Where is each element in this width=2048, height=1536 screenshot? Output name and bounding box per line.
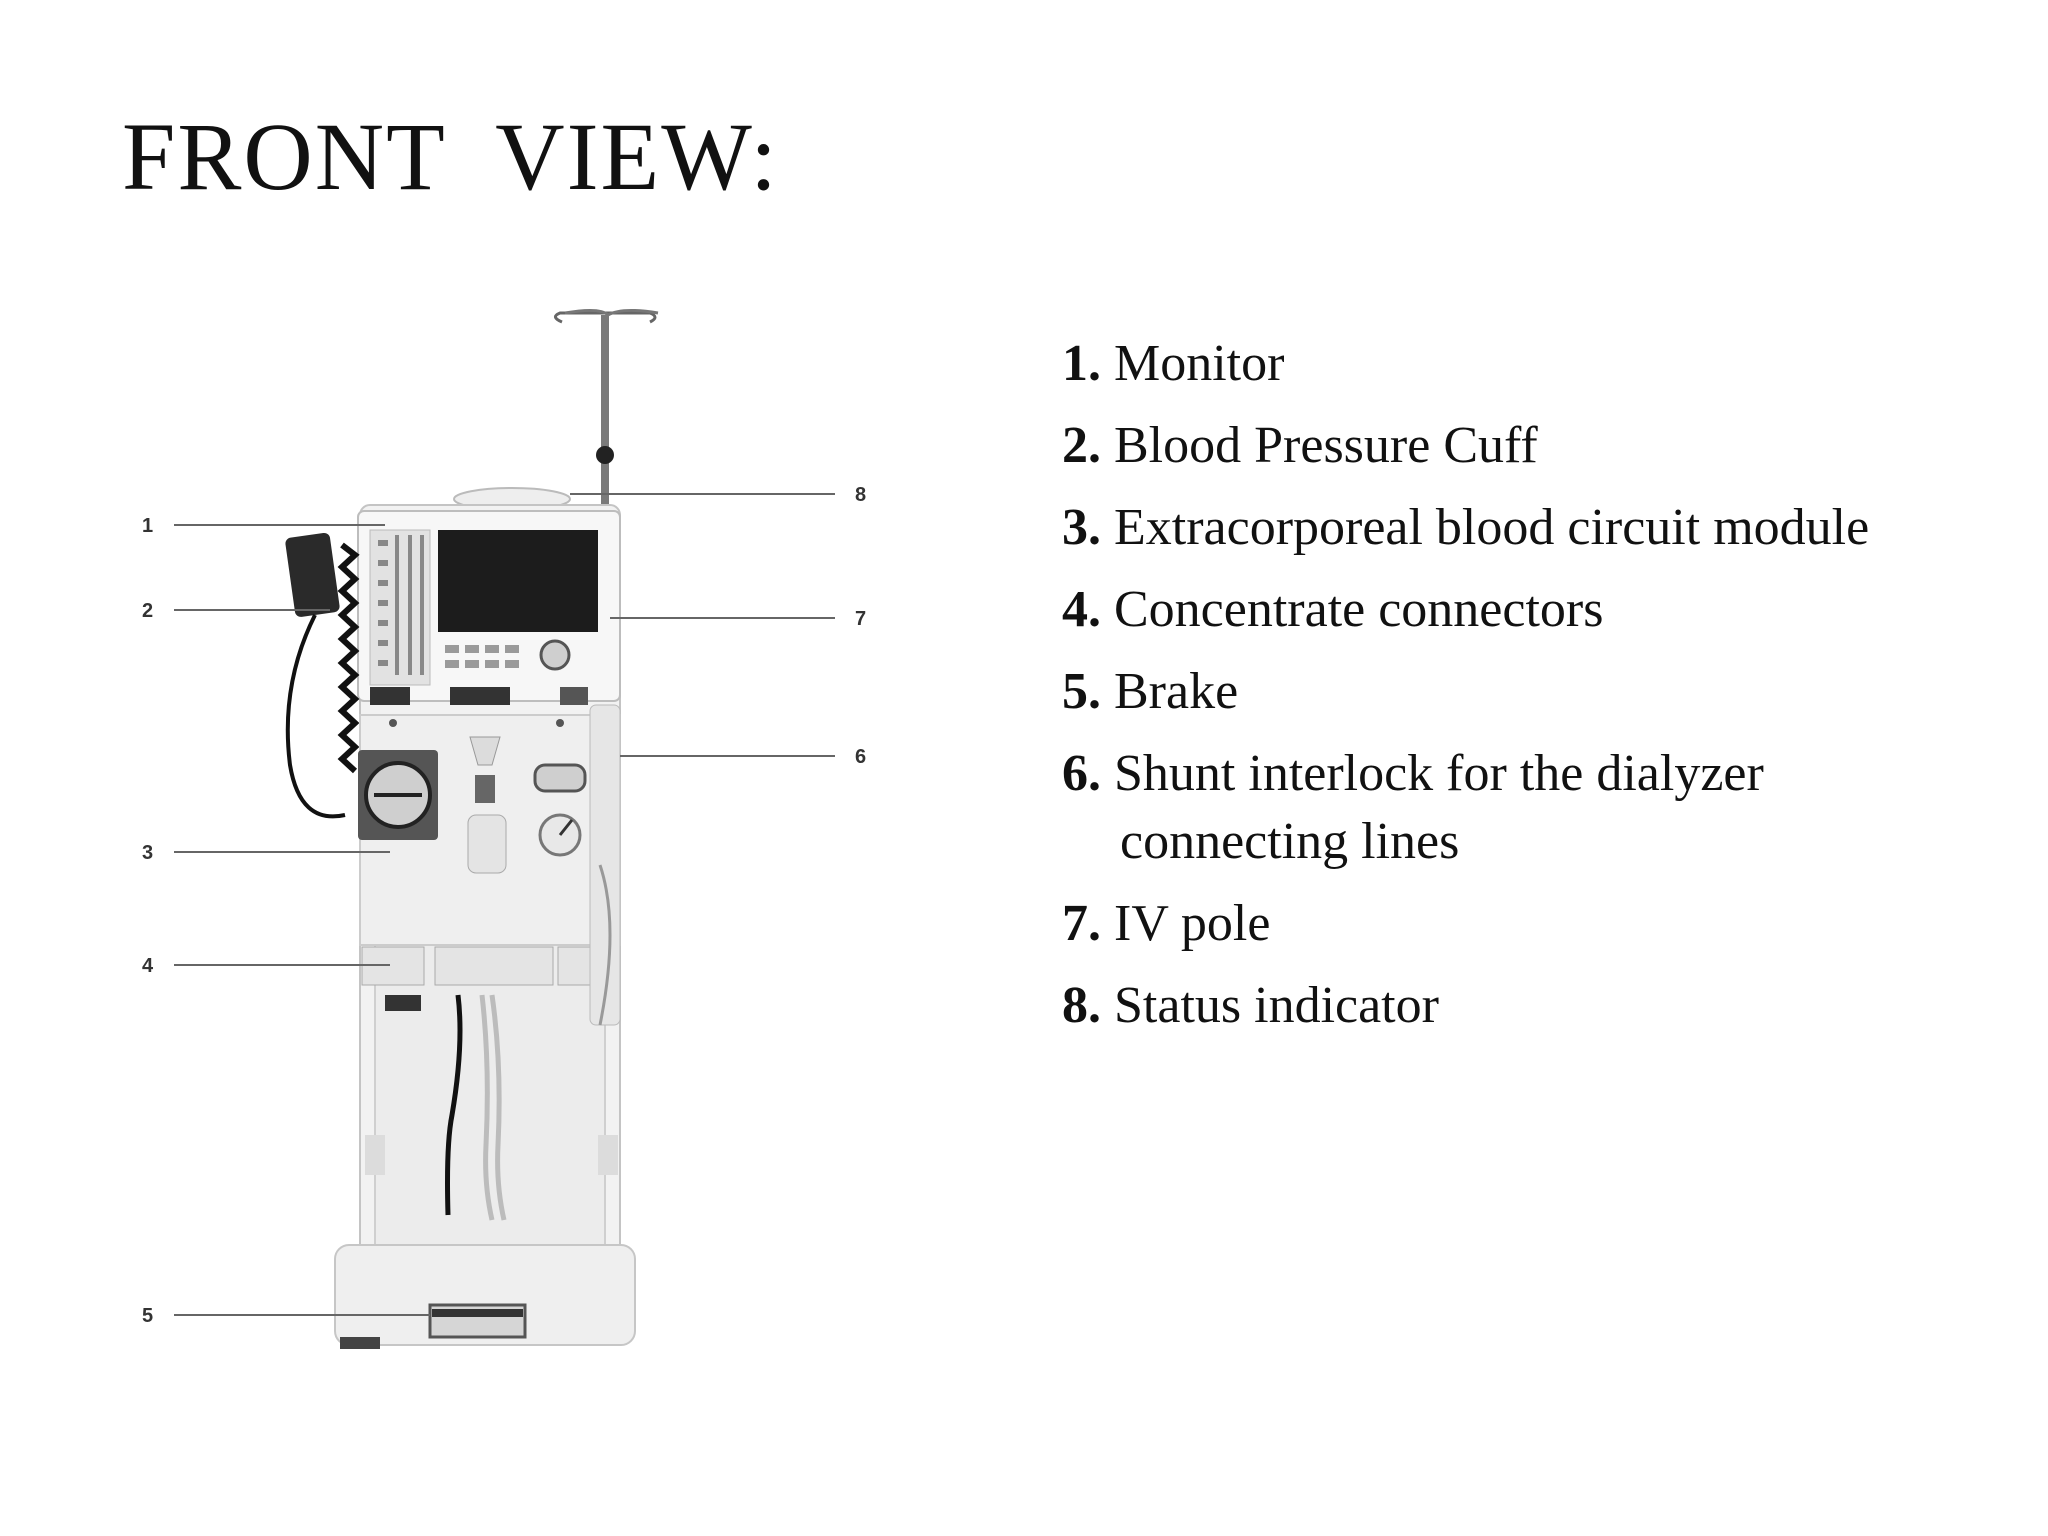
legend-item-blood-pressure-cuff: 2. Blood Pressure Cuff <box>1062 412 1962 480</box>
slide-title: FRONT VIEW: <box>122 103 779 210</box>
legend-label: IV pole <box>1114 895 1271 952</box>
blood-circuit-module <box>358 714 621 946</box>
legend-item-status-indicator: 8. Status indicator <box>1062 972 1962 1040</box>
shunt-interlock <box>589 704 621 1026</box>
legend-label: Concentrate connectors <box>1114 581 1604 638</box>
monitor-panel <box>357 510 621 705</box>
callout-1: 1 <box>142 515 153 537</box>
legend-label: Extracorporeal blood circuit module <box>1114 499 1870 556</box>
blood-pressure-cuff <box>285 532 360 819</box>
legend-number: 2. <box>1062 417 1101 474</box>
legend-item-concentrate-connectors: 4. Concentrate connectors <box>1062 576 1962 644</box>
dialysis-machine-figure: 1 2 3 4 5 6 7 8 <box>130 305 890 1365</box>
machine-base <box>334 1244 636 1349</box>
legend-number: 4. <box>1062 581 1101 638</box>
legend-label: Blood Pressure Cuff <box>1114 417 1538 474</box>
legend-label: Brake <box>1114 663 1239 720</box>
callout-4: 4 <box>142 955 154 977</box>
legend-number: 7. <box>1062 895 1101 952</box>
legend-number: 8. <box>1062 977 1101 1034</box>
callout-2: 2 <box>142 600 153 622</box>
legend-item-iv-pole: 7. IV pole <box>1062 890 1962 958</box>
legend-number: 3. <box>1062 499 1101 556</box>
callout-6: 6 <box>855 746 866 768</box>
legend-number: 5. <box>1062 663 1101 720</box>
legend-item-shunt-interlock: 6. Shunt interlock for the dialyzer conn… <box>1062 740 1962 876</box>
leader-lines <box>174 493 835 1316</box>
legend-item-brake: 5. Brake <box>1062 658 1962 726</box>
callout-7: 7 <box>855 608 866 630</box>
legend-label: Monitor <box>1114 335 1285 392</box>
legend-number: 6. <box>1062 745 1101 802</box>
callout-5: 5 <box>142 1305 153 1327</box>
monitor-screen <box>438 530 598 632</box>
legend-label: Status indicator <box>1114 977 1439 1034</box>
callout-8: 8 <box>855 484 866 506</box>
dialysis-machine-illustration: 1 2 3 4 5 6 7 8 <box>142 308 866 1349</box>
legend-item-blood-circuit-module: 3. Extracorporeal blood circuit module <box>1062 494 1962 562</box>
component-legend: 1. Monitor 2. Blood Pressure Cuff 3. Ext… <box>1062 330 1962 1054</box>
legend-item-monitor: 1. Monitor <box>1062 330 1962 398</box>
legend-number: 1. <box>1062 335 1101 392</box>
legend-label: Shunt interlock for the dialyzer connect… <box>1114 745 1764 870</box>
callout-3: 3 <box>142 842 153 864</box>
